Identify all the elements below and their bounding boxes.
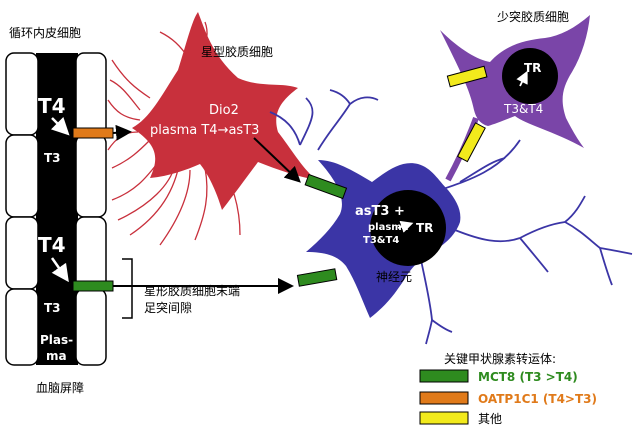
astrocyte-body	[132, 12, 316, 210]
astrocyte: Dio2 plasma T4→asT3	[107, 12, 316, 246]
oligodendrocyte: TR T3&T4	[440, 15, 590, 182]
blood-vessel: T4 T3 T4 T3 Plas- ma	[5, 52, 107, 366]
astrocyte-conversion-label: plasma T4→asT3	[150, 123, 259, 138]
endothelial-cell	[75, 216, 107, 290]
endothelial-cell	[75, 134, 107, 218]
plasma-label-1: Plas-	[40, 333, 73, 347]
vessel-t3-top: T3	[44, 151, 61, 165]
plasma-label-2: ma	[46, 349, 67, 363]
legend-label-oatp1c1: OATP1C1 (T4>T3)	[478, 392, 597, 406]
legend: 关键甲状腺素转运体: MCT8 (T3 >T4) OATP1C1 (T4>T3)…	[419, 351, 597, 426]
other-transporter-oligo-bottom	[456, 122, 486, 163]
endothelial-cell	[75, 288, 107, 366]
neuron-label-2: plasma	[368, 222, 408, 233]
endfoot-label-2: 足突间隙	[144, 300, 192, 315]
oligo-hormone-label: T3&T4	[503, 102, 543, 116]
legend-title: 关键甲状腺素转运体:	[444, 351, 556, 366]
bbb-label: 血脑屏障	[36, 380, 84, 395]
vessel-arrow-bottom	[50, 257, 69, 283]
legend-swatch-oatp1c1	[419, 391, 469, 405]
mct8-transporter-vessel	[72, 280, 114, 292]
other-transporter-oligo-top	[446, 65, 488, 88]
oligodendrocyte-nucleus	[502, 48, 558, 104]
vessel-t4-bottom: T4	[38, 233, 66, 257]
endothelial-cell	[5, 288, 39, 366]
oatp1c1-transporter-vessel	[72, 127, 114, 139]
arrow-astrocyte-to-neuron	[253, 137, 301, 183]
endothelial-cell	[5, 134, 39, 218]
legend-label-other: 其他	[478, 412, 502, 426]
neuron: asT3 + plasma T3&T4 TR	[269, 89, 633, 345]
neuron-label: 神经元	[376, 270, 412, 284]
arrow-vessel-to-astrocyte	[112, 124, 132, 141]
endothelial-cell	[5, 216, 39, 290]
dio2-label: Dio2	[209, 103, 239, 118]
oligo-tr-arrow	[516, 70, 528, 87]
tr-oligo-label: TR	[524, 61, 541, 75]
neuron-label-1: asT3 +	[355, 204, 405, 219]
legend-swatch-other	[419, 411, 469, 425]
endothelial-label: 循环内皮细胞	[9, 26, 81, 40]
endfoot-bracket	[122, 258, 133, 319]
neuron-tr-arrow	[397, 220, 414, 233]
neuron-label-3: T3&T4	[363, 235, 399, 246]
tr-neuron-label: TR	[416, 221, 433, 235]
vessel-lumen	[36, 53, 78, 365]
endothelial-cell	[5, 52, 39, 136]
endothelial-cell	[75, 52, 107, 136]
mct8-transporter-neuron-bottom	[296, 268, 338, 287]
vessel-arrow-top	[50, 116, 70, 136]
vessel-t3-bottom: T3	[44, 301, 61, 315]
oligodendrocyte-label: 少突胶质细胞	[497, 9, 569, 24]
legend-swatch-mct8	[419, 369, 469, 383]
endfoot-label-1: 星形胶质细胞末端	[144, 283, 240, 298]
legend-label-mct8: MCT8 (T3 >T4)	[478, 370, 578, 384]
mct8-transporter-neuron-top	[304, 173, 348, 200]
vessel-t4-top: T4	[38, 94, 66, 118]
astrocyte-label: 星型胶质细胞	[201, 44, 273, 59]
